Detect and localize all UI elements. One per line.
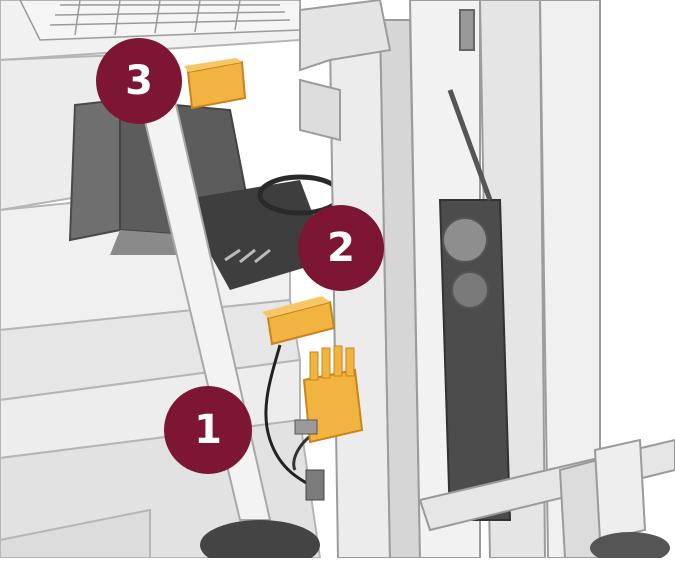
sensor-box-icon: [262, 296, 336, 346]
callout-badge-2: 2: [298, 205, 384, 291]
wheels: [200, 520, 670, 562]
sensor-box-icon: [184, 58, 247, 110]
callout-badge-1: 1: [164, 386, 252, 474]
connector-icon: [264, 344, 364, 501]
callout-badge-3: 3: [96, 38, 182, 124]
forks: [418, 438, 675, 559]
